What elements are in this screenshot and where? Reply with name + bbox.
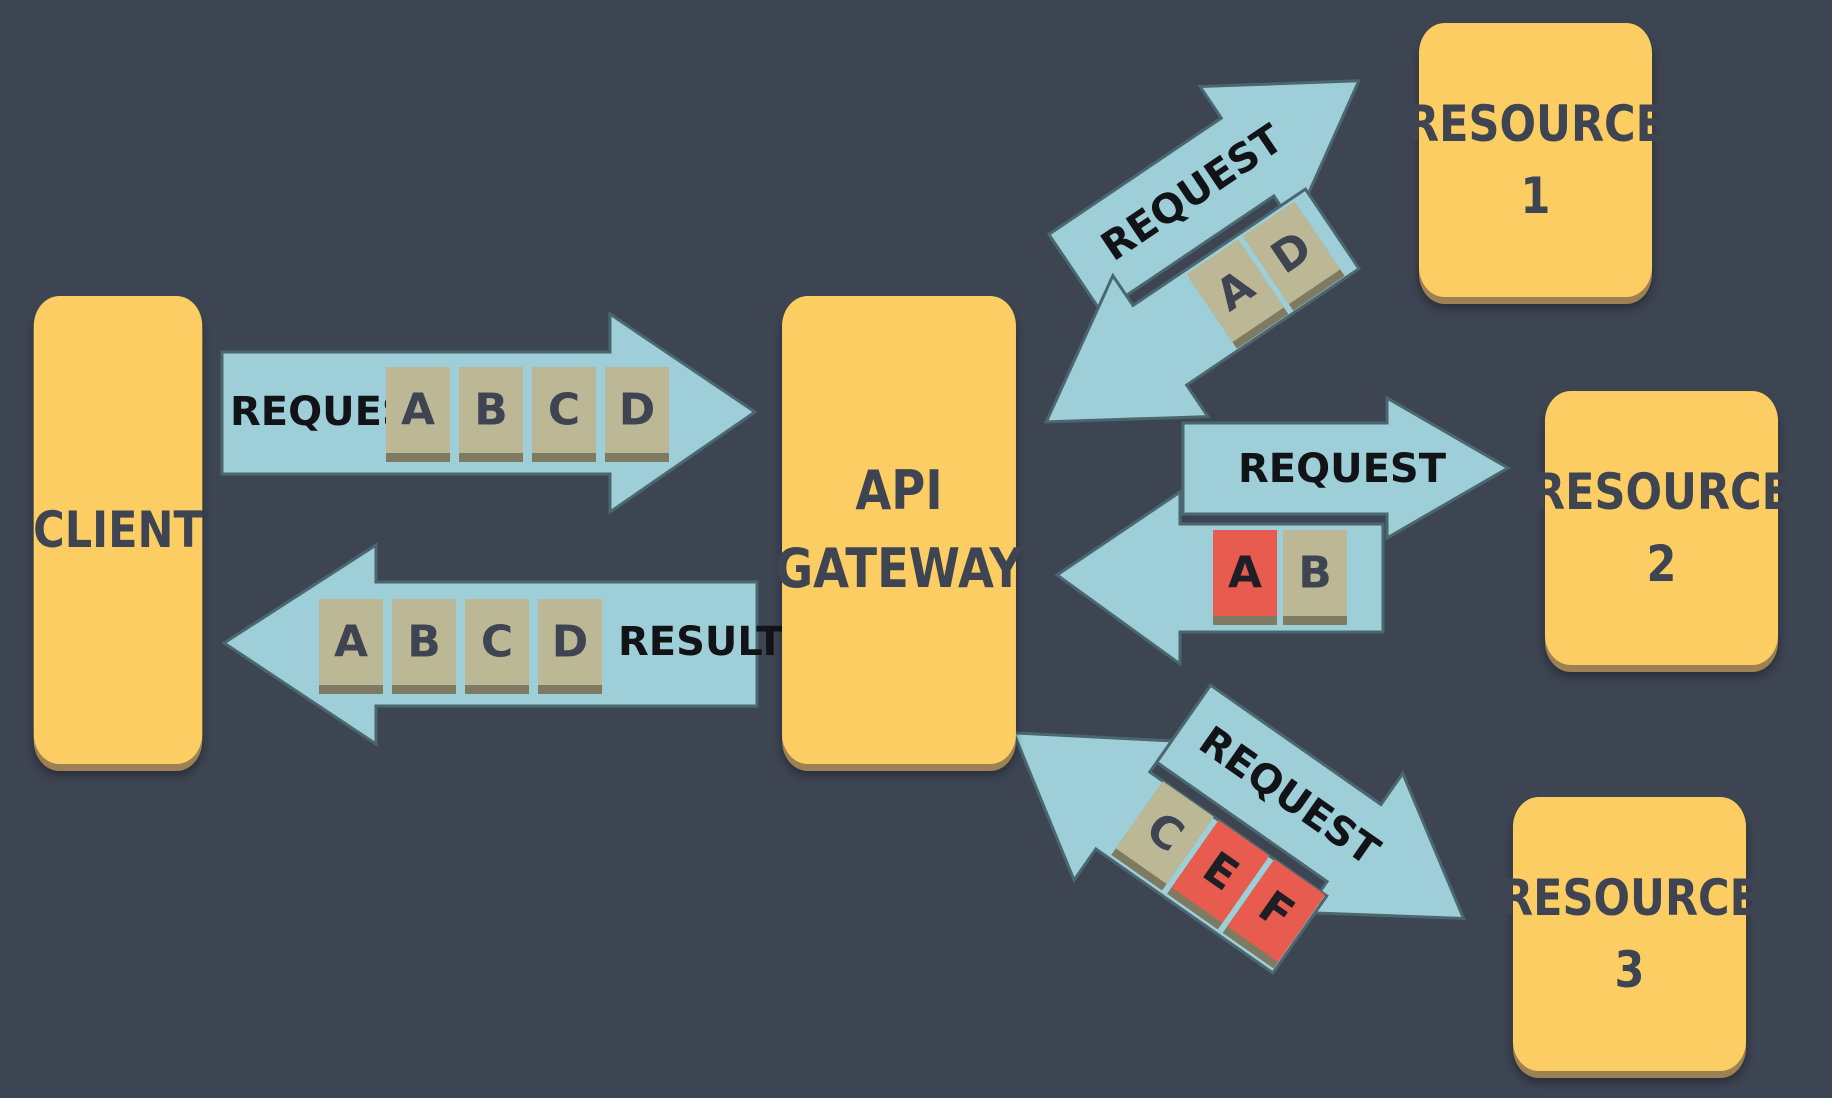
tiles-client-to-gateway: A B C D (386, 367, 669, 462)
tiles-gateway-to-client: A B C D (319, 599, 602, 694)
resource-1-label: RESOURCE 1 (1406, 94, 1665, 226)
tile: B (1283, 530, 1347, 625)
svg-text:A: A (401, 385, 435, 436)
arrow-client-to-gateway: REQUEST A B C D (220, 311, 758, 515)
svg-text:B: B (1298, 548, 1332, 599)
api-gateway-label: API GATEWAY (775, 452, 1023, 609)
tile: C (532, 367, 596, 462)
tile: D (538, 599, 602, 694)
svg-text:C: C (548, 385, 580, 436)
tile-error: E (1166, 820, 1270, 930)
tile: B (392, 599, 456, 694)
resource-3-box: RESOURCE 3 (1500, 797, 1759, 1071)
tile: C (1111, 781, 1214, 891)
svg-text:A: A (1228, 548, 1262, 599)
tile: A (319, 599, 383, 694)
client-label: CLIENT (33, 500, 203, 559)
svg-text:A: A (334, 617, 368, 668)
client-box: CLIENT (33, 296, 203, 764)
tile-error: F (1222, 859, 1326, 969)
tiles-to-resource-1: A D (1186, 201, 1345, 349)
api-gateway-label-line-2: GATEWAY (774, 537, 1024, 600)
svg-text:B: B (474, 385, 508, 436)
api-gateway-box: API GATEWAY (775, 296, 1023, 764)
svg-text:D: D (619, 385, 656, 436)
resource-2-box: RESOURCE 2 (1532, 391, 1791, 665)
arrow-label-result: RESULT (618, 619, 784, 665)
resource-3-label: RESOURCE 3 (1500, 868, 1759, 1000)
resource-1-box: RESOURCE 1 (1406, 23, 1665, 297)
resource-2-label: RESOURCE 2 (1532, 462, 1791, 594)
tile: B (459, 367, 523, 462)
arrow-gateway-to-client: A B C D RESULT (221, 542, 784, 747)
tile: D (605, 367, 669, 462)
api-gateway-label-line-1: API (855, 458, 943, 522)
arrow-gateway-to-resource-1: REQUEST A D (1043, 79, 1362, 424)
arrow-gateway-to-resource-3: REQUEST C E F (1011, 683, 1466, 976)
arrow-label-request: REQUEST (1238, 446, 1447, 492)
svg-text:D: D (552, 617, 589, 668)
svg-text:C: C (481, 617, 513, 668)
tiles-to-resource-2: A B (1213, 530, 1347, 625)
arrow-gateway-to-resource-2: REQUEST A B (1054, 395, 1511, 667)
tile: D (1243, 201, 1345, 311)
tile: A (386, 367, 450, 462)
tile: C (465, 599, 529, 694)
tiles-to-resource-3: C E F (1111, 781, 1326, 969)
tile-error: A (1213, 530, 1277, 625)
tile: A (1186, 239, 1289, 349)
svg-text:B: B (407, 617, 441, 668)
